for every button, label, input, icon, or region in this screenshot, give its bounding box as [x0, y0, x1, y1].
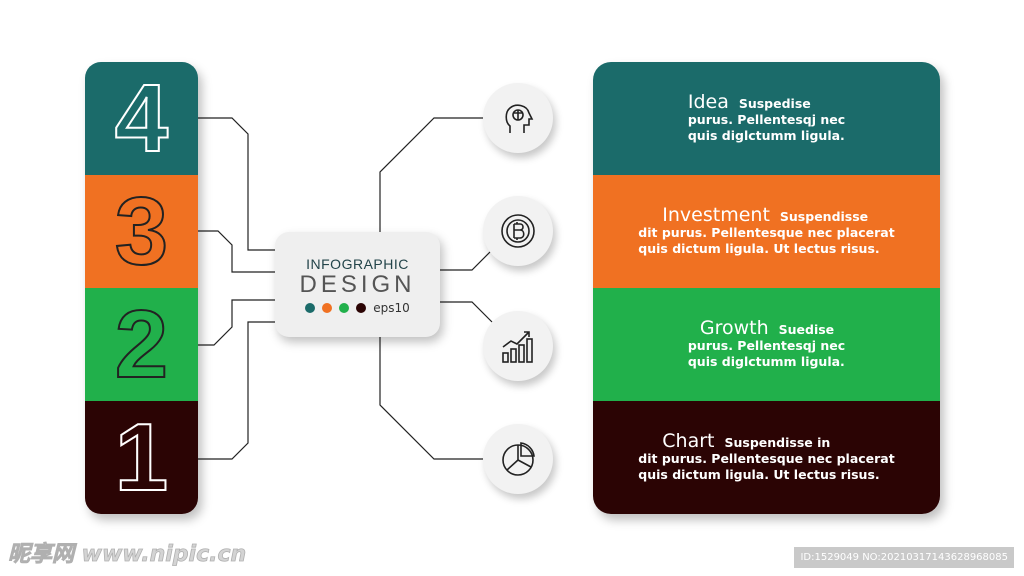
item-text: Suspedise: [738, 95, 811, 111]
dot-dark: [356, 303, 367, 313]
growth-chart-icon: [483, 311, 553, 381]
watermark: 昵享网 www.nipic.cn: [8, 542, 247, 568]
connector-4: [198, 117, 275, 251]
pie-chart-icon: [483, 424, 553, 494]
connector-2: [198, 299, 275, 346]
connector-growth: [440, 301, 493, 323]
item-title: Investment: [662, 203, 770, 226]
item-title: Growth: [699, 316, 769, 339]
item-text: Suspendisse: [779, 208, 869, 224]
image-id: ID:1529049 NO:20210317143628968085: [794, 547, 1014, 568]
number-3: 3: [85, 175, 198, 288]
item-text: purus. Pellentesqj nec: [687, 337, 846, 353]
dot-teal: [305, 303, 316, 313]
item-text: quis diglctumm ligula.: [687, 353, 845, 369]
connector-investment: [440, 249, 493, 271]
item-title: Chart: [662, 429, 715, 452]
item-text: Suspendisse in: [724, 434, 831, 450]
bitcoin-icon: [483, 196, 553, 266]
connector-idea: [379, 117, 483, 232]
number-column: 4 3 2 1: [85, 62, 198, 514]
number-1: 1: [85, 401, 198, 514]
number-4: 4: [85, 62, 198, 175]
dot-orange: [322, 303, 333, 313]
item-text: quis dictum ligula. Ut lectus risus.: [638, 240, 880, 256]
connector-chart: [379, 337, 483, 460]
color-dots: eps10: [275, 301, 440, 315]
item-text: purus. Pellentesqj nec: [687, 111, 846, 127]
brain-head-icon: [483, 83, 553, 153]
eps-tag: eps10: [373, 301, 410, 315]
item-title: Idea: [687, 90, 729, 113]
title-line-2: DESIGN: [299, 271, 416, 298]
item-text: Suedise: [778, 321, 835, 337]
number-2: 2: [85, 288, 198, 401]
item-text: dit purus. Pellentesque nec placerat: [638, 224, 895, 240]
item-text: quis dictum ligula. Ut lectus risus.: [638, 466, 880, 482]
connector-3: [198, 230, 275, 273]
center-title-box: INFOGRAPHIC DESIGN eps10: [275, 232, 440, 337]
connector-1: [198, 321, 275, 460]
item-text: dit purus. Pellentesque nec placerat: [638, 450, 895, 466]
item-text: quis diglctumm ligula.: [687, 127, 845, 143]
dot-green: [339, 303, 350, 313]
title-line-1: INFOGRAPHIC: [306, 256, 409, 272]
